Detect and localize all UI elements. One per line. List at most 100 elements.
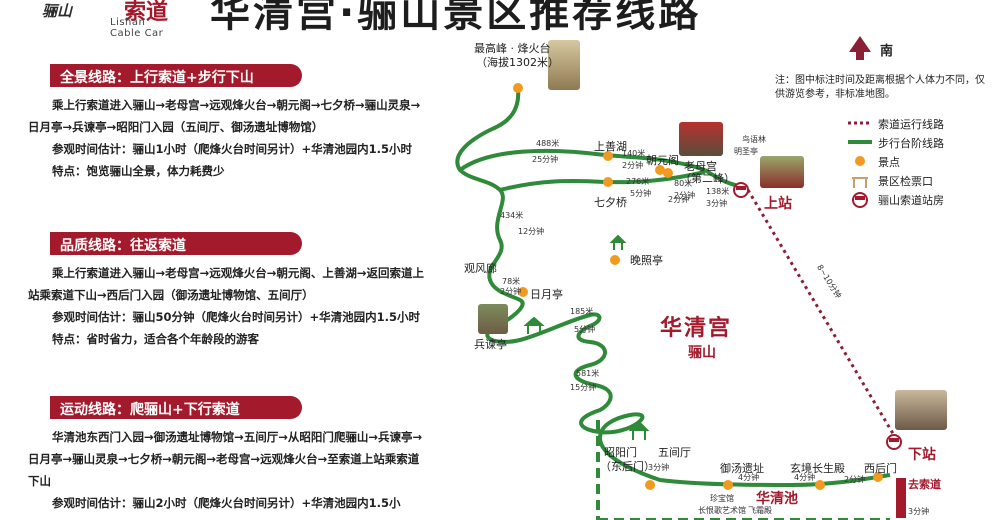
seg-label: 5分钟 — [630, 189, 652, 198]
label-laomugong-sub: （第二峰） — [680, 172, 735, 185]
label-bingjianting: 兵谏亭 — [474, 338, 507, 351]
seg-label: 140米 — [622, 149, 646, 158]
gate-pavilion-bingjian — [523, 316, 545, 334]
spot-xuanzhang — [815, 480, 825, 490]
spot-chaoyuange — [655, 165, 665, 175]
spot-fenghuotai — [513, 83, 523, 93]
seg-label: 5分钟 — [574, 325, 596, 334]
spot-yutang — [723, 480, 733, 490]
logo-en: Lishan Cable Car — [110, 17, 164, 39]
legend-spot-label: 景点 — [878, 156, 900, 169]
station-upper-roof — [736, 186, 746, 190]
legend-steps: 步行台阶线路 — [878, 137, 944, 150]
north-arrow — [849, 36, 871, 60]
spot-wujianting — [645, 480, 655, 490]
route-body-quality: 乘上行索道进入骊山→老母宫→远观烽火台→朝元阁、上善湖→返回索道上站乘索道下山→… — [28, 262, 428, 350]
label-upper-station: 上站 — [764, 196, 792, 212]
route-line: 乘上行索道进入骊山→老母宫→远观烽火台→朝元阁→七夕桥→骊山灵泉→日月亭→兵谏亭… — [28, 98, 421, 134]
label-zhaoyangmen: 昭阳门 — [604, 446, 637, 459]
spot-xihoumen — [873, 472, 883, 482]
label-lishan: 骊山 — [688, 345, 716, 361]
seg-label: 4分钟 — [794, 473, 816, 482]
seg-label: 3分钟 — [648, 463, 670, 472]
seg-label: 2分钟 — [500, 287, 522, 296]
photo-fenghuotai — [548, 40, 580, 90]
label-lower-station: 下站 — [908, 447, 936, 463]
label-feishuang: 飞霜殿 — [748, 506, 772, 515]
spot-laomugong — [663, 168, 673, 178]
map-note: 注：图中标注时间及距离根据个人体力不同，仅供游览参考，非标准地图。 — [775, 75, 985, 100]
legend-station-label: 骊山索道站房 — [878, 194, 944, 207]
route-title-sport: 运动线路：爬骊山+下行索道 — [50, 396, 302, 419]
seg-label: 276米 — [626, 177, 650, 186]
route-body-sport: 华清池东西门入园→御汤遗址博物馆→五间厅→从昭阳门爬骊山→兵谏亭→日月亭→骊山灵… — [28, 426, 428, 514]
garden-border — [596, 420, 890, 520]
label-zhenbaoguan: 珍宝馆 — [710, 494, 734, 503]
label-zhaoyangmen-sub: （东后门） — [600, 460, 655, 473]
seg-label: 2分钟 — [674, 191, 696, 200]
route-line: 特点：省时省力，适合各个年龄段的游客 — [52, 332, 259, 346]
seg-label: 80米 — [674, 179, 693, 188]
seg-label: 581米 — [576, 369, 600, 378]
label-huaqingchi: 华清池 — [756, 491, 798, 507]
label-xuanzhang: 玄境长生殿 — [790, 462, 845, 475]
route-body-panorama: 乘上行索道进入骊山→老母宫→远观烽火台→朝元阁→七夕桥→骊山灵泉→日月亭→兵谏亭… — [28, 94, 428, 182]
legend-spot — [855, 156, 865, 166]
label-shangshanhu: 上善湖 — [594, 140, 627, 153]
legend-gate-icon — [852, 177, 868, 188]
route-line: 华清池东西门入园→御汤遗址博物馆→五间厅→从昭阳门爬骊山→兵谏亭→日月亭→骊山灵… — [28, 430, 423, 488]
label-xihoumen: 西后门 — [864, 462, 897, 475]
route-line: 参观时间估计：骊山1小时（爬烽火台时间另计）+华清池园内1.5小时 — [52, 142, 413, 156]
label-guanfenglang: 观风廊 — [464, 262, 497, 275]
route-map: 最高峰 · 烽火台 （海拔1302米） 上善湖 朝元阁 老母宫 （第二峰） 鸟语… — [430, 30, 1000, 520]
label-mingxiuqi: 明圣亭 — [734, 147, 758, 156]
label-qixiqiao: 七夕桥 — [594, 196, 627, 209]
label-laomugong: 老母宫 — [684, 160, 717, 173]
seg-label: 2分钟 — [622, 161, 644, 170]
seg-label: 78米 — [502, 277, 521, 286]
route-line: 乘上行索道进入骊山→老母宫→远观烽火台→朝元阁、上善湖→返回索道上站乘索道下山→… — [28, 266, 425, 302]
label-peak-alt: （海拔1302米） — [476, 56, 559, 69]
label-chaoyuange: 朝元阁 — [646, 154, 679, 167]
spot-shangshanhu — [603, 151, 613, 161]
seg-label: 2分钟 — [668, 195, 690, 204]
route-title-panorama: 全景线路：上行索道+步行下山 — [50, 64, 302, 87]
gate-pavilion-wanzhao — [609, 234, 627, 250]
legend-gate-label: 景区检票口 — [878, 175, 933, 188]
route-title-quality: 品质线路：往返索道 — [50, 232, 302, 255]
spot-riyueting — [518, 287, 528, 297]
label-yutangyizhi: 御汤遗址 — [720, 462, 764, 475]
seg-label: 138米 — [706, 187, 730, 196]
seg-label: 25分钟 — [532, 155, 559, 164]
route-line: 参观时间估计：骊山2小时（爬烽火台时间另计）+华清池园内1.5小 — [52, 496, 401, 510]
label-wanzhaoting: 晚照亭 — [630, 254, 663, 267]
down-arrow-icon — [896, 478, 906, 518]
logo-cn: 索道 — [124, 0, 169, 25]
route-line: 特点：饱览骊山全景，体力耗费少 — [52, 164, 225, 178]
label-changhenge: 长恨歌艺术馆 — [698, 506, 746, 515]
label-riyueting: 日月亭 — [530, 288, 563, 301]
seg-label: 15分钟 — [570, 383, 597, 392]
page-title: 华清宫·骊山景区推荐线路 — [210, 0, 702, 36]
photo-bingjianting — [478, 304, 508, 334]
seg-label: 2分钟 — [844, 475, 866, 484]
seg-label: 185米 — [570, 307, 594, 316]
photo-laomugong — [679, 122, 723, 156]
legend-station-roof — [855, 196, 865, 200]
lishan-cable-logo: 骊山 索道 Lishan Cable Car — [40, 0, 170, 39]
route-line: 参观时间估计：骊山50分钟（爬烽火台时间另计）+华清池园内1.5小时 — [52, 310, 421, 324]
photo-lower-station — [895, 390, 947, 430]
walking-path — [455, 87, 891, 488]
spot-qixiqiao — [603, 177, 613, 187]
logo-script: 骊山 — [42, 2, 73, 20]
station-lower-roof — [889, 438, 899, 442]
map-paths — [455, 36, 902, 520]
label-huaqinggong: 华清宫 — [660, 316, 733, 341]
label-niaoyulin: 鸟语林 — [742, 135, 766, 144]
spot-wanzhaoting — [610, 255, 620, 265]
photo-upper-station — [760, 156, 804, 188]
label-qu-suodao: 去索道 — [908, 478, 941, 491]
label-wujianting: 五间厅 — [658, 446, 691, 459]
north-label: 南 — [880, 44, 894, 59]
seg-label: 434米 — [500, 211, 524, 220]
